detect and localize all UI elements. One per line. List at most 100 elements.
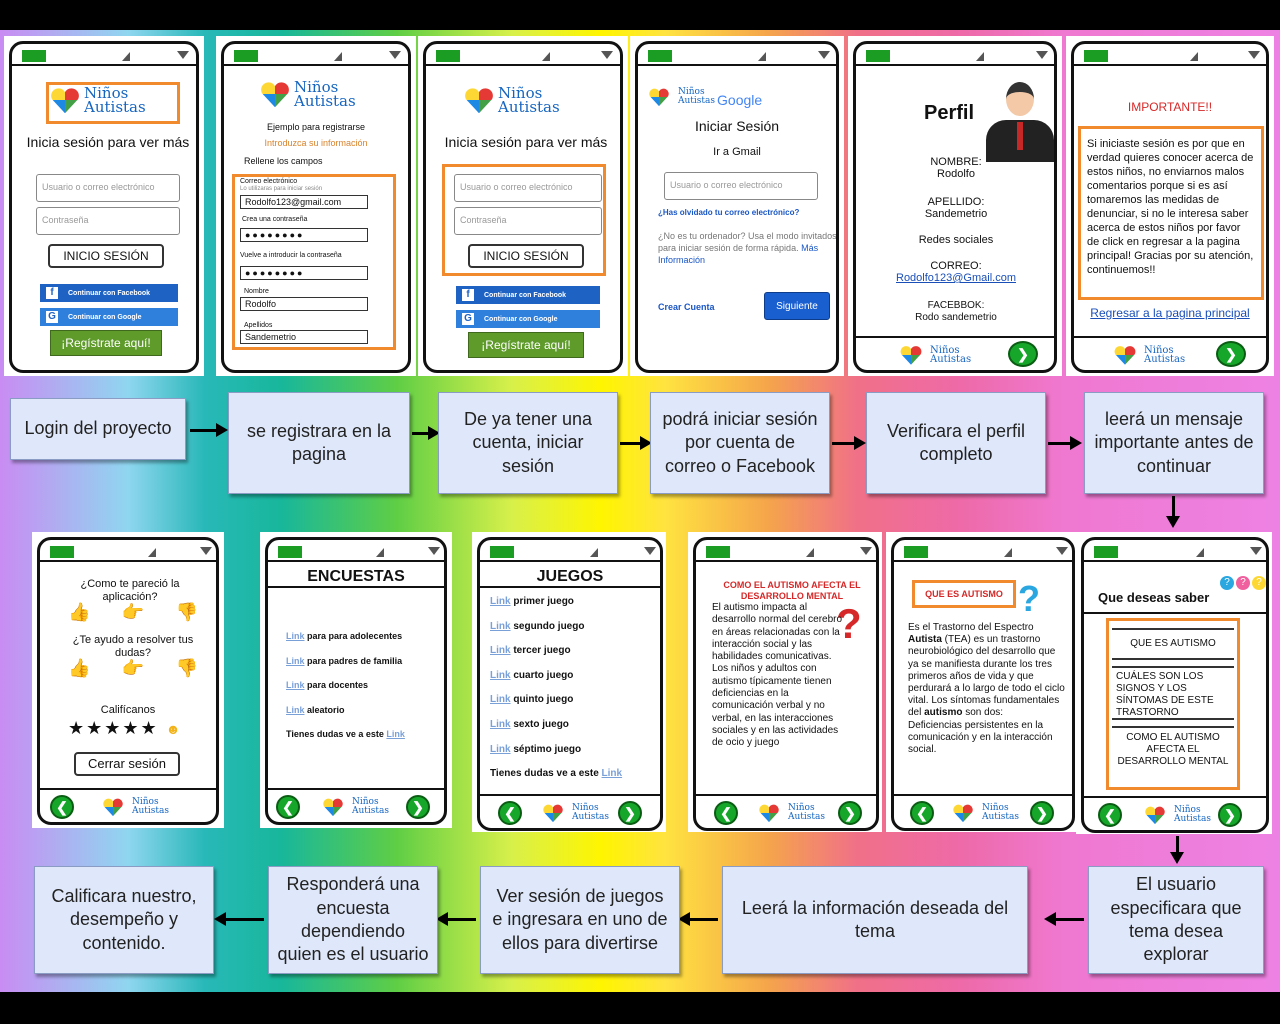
thumbs-up-icon[interactable]: 👍: [68, 602, 91, 622]
divider: [480, 586, 660, 588]
back-arrow-icon[interactable]: ❮: [276, 795, 300, 819]
menu-option-what[interactable]: QUE ES AUTISMO: [1112, 628, 1234, 660]
arrow-left: [214, 912, 264, 926]
login-form-highlight: [442, 164, 606, 276]
arrow-right: [412, 426, 440, 440]
next-arrow-icon[interactable]: ❯: [618, 801, 642, 825]
divider: [268, 586, 444, 588]
back-arrow-icon[interactable]: ❮: [910, 801, 934, 825]
next-arrow-icon[interactable]: ❯: [1218, 803, 1242, 827]
user-input[interactable]: Usuario o correo electrónico: [454, 174, 602, 202]
name-field[interactable]: Rodolfo: [240, 297, 368, 311]
survey-doubts[interactable]: Tienes dudas ve a este Link: [286, 729, 405, 739]
pointing-hand-icon[interactable]: 👉: [121, 602, 145, 622]
status-bar: [268, 540, 444, 562]
thumbs-row-2: 👍 👉 👎: [68, 658, 198, 679]
menu-option-affects[interactable]: COMO EL AUTISMO AFECTA EL DESARROLLO MEN…: [1112, 726, 1234, 780]
status-bar: [894, 540, 1072, 562]
survey-item[interactable]: Link para para adolecentes: [286, 631, 403, 641]
next-arrow-icon[interactable]: ❯: [1030, 801, 1054, 825]
phone-frame-important: IMPORTANTE!! Si iniciaste sesión es por …: [1066, 36, 1274, 376]
menu-option-signs[interactable]: CUÁLES SON LOS SIGNOS Y LOS SÍNTOMAS DE …: [1112, 666, 1234, 720]
login-button[interactable]: INICIO SESIÓN: [468, 244, 584, 268]
register-form-highlight: [232, 174, 396, 350]
next-arrow-icon[interactable]: ❯: [1008, 341, 1038, 367]
register-button[interactable]: ¡Regístrate aquí!: [50, 330, 162, 356]
profile-fb-label: FACEBBOK:: [927, 300, 985, 311]
user-input[interactable]: Usuario o correo electrónico: [36, 174, 180, 202]
flow-register: se registrara en la pagina: [228, 392, 410, 494]
more-info-link[interactable]: Más Información: [658, 243, 819, 265]
pointing-hand-icon[interactable]: 👉: [121, 658, 145, 678]
profile-name-label: NOMBRE:: [930, 156, 982, 168]
thumbs-down-icon[interactable]: 👎: [175, 658, 198, 678]
heart-puzzle-icon: [543, 804, 564, 822]
game-item[interactable]: Link tercer juego: [490, 645, 571, 657]
game-item[interactable]: Link quinto juego: [490, 694, 574, 706]
password-field[interactable]: ●●●●●●●●: [240, 228, 368, 242]
login-button[interactable]: INICIO SESIÓN: [48, 244, 164, 268]
heart-puzzle-icon: [260, 81, 290, 107]
surname-field[interactable]: Sandemetrio: [240, 330, 368, 344]
next-button[interactable]: Siguiente: [764, 292, 830, 320]
stars-rating[interactable]: ★★★★★ ☻: [68, 718, 183, 738]
heart-puzzle-icon: [759, 804, 780, 822]
logout-button[interactable]: Cerrar sesión: [74, 752, 180, 776]
rate-label: Califícanos: [100, 704, 156, 716]
profile-mail[interactable]: Rodolfo123@Gmail.com: [896, 272, 1016, 284]
create-account-link[interactable]: Crear Cuenta: [658, 302, 715, 312]
game-item[interactable]: Link primer juego: [490, 596, 574, 607]
survey-item[interactable]: Link para docentes: [286, 680, 369, 690]
game-item[interactable]: Link segundo juego: [490, 620, 585, 632]
back-arrow-icon[interactable]: ❮: [714, 801, 738, 825]
next-arrow-icon[interactable]: ❯: [838, 801, 862, 825]
game-item[interactable]: Link séptimo juego: [490, 743, 582, 755]
back-arrow-icon[interactable]: ❮: [1098, 803, 1122, 827]
heart-puzzle-icon: [900, 345, 923, 365]
survey-item[interactable]: Link para padres de familia: [286, 655, 403, 666]
thumbs-down-icon[interactable]: 👎: [175, 602, 198, 622]
back-main-link[interactable]: Regresar a la pagina principal: [1090, 306, 1250, 320]
thumbs-up-icon[interactable]: 👍: [68, 658, 91, 678]
next-arrow-icon[interactable]: ❯: [1216, 341, 1246, 367]
password-input[interactable]: Contraseña: [36, 207, 180, 235]
register-button[interactable]: ¡Regístrate aquí!: [468, 332, 584, 358]
forgot-email-link[interactable]: ¿Has olvidado tu correo electrónico?: [658, 208, 800, 217]
password-input[interactable]: Contraseña: [454, 207, 602, 235]
back-arrow-icon[interactable]: ❮: [50, 795, 74, 819]
game-item[interactable]: Link cuarto juego: [490, 669, 574, 681]
logo-highlight: [46, 82, 180, 124]
question-mark-icon: ?: [836, 600, 862, 647]
google-email-input[interactable]: Usuario o correo electrónico: [664, 172, 818, 200]
survey-item[interactable]: Link aleatorio: [286, 704, 345, 715]
repeat-password-field[interactable]: ●●●●●●●●: [240, 266, 368, 280]
profile-surname: Sandemetrio: [924, 208, 988, 220]
menu-options-highlight: [1106, 618, 1240, 790]
email-field[interactable]: Rodolfo123@gmail.com: [240, 195, 368, 209]
game-item[interactable]: Link sexto juego: [490, 718, 569, 730]
next-arrow-icon[interactable]: ❯: [406, 795, 430, 819]
arrow-left: [1044, 912, 1084, 926]
menu-title: Que deseas saber: [1098, 590, 1210, 605]
back-arrow-icon[interactable]: ❮: [498, 801, 522, 825]
heart-puzzle-icon: [103, 798, 124, 816]
affects-text: El autismo impacta al desarrollo normal …: [712, 602, 843, 749]
games-doubts[interactable]: Tienes dudas ve a este Link: [490, 768, 623, 780]
affects-title: COMO EL AUTISMO AFECTA EL DESARROLLO MEN…: [723, 580, 861, 601]
flow-games: Ver sesión de juegos e ingresara en uno …: [480, 866, 680, 974]
arrow-right: [832, 436, 866, 450]
phone-surveys: ENCUESTAS Link para para adolecentes Lin…: [265, 537, 447, 825]
arrow-right: [1048, 436, 1082, 450]
